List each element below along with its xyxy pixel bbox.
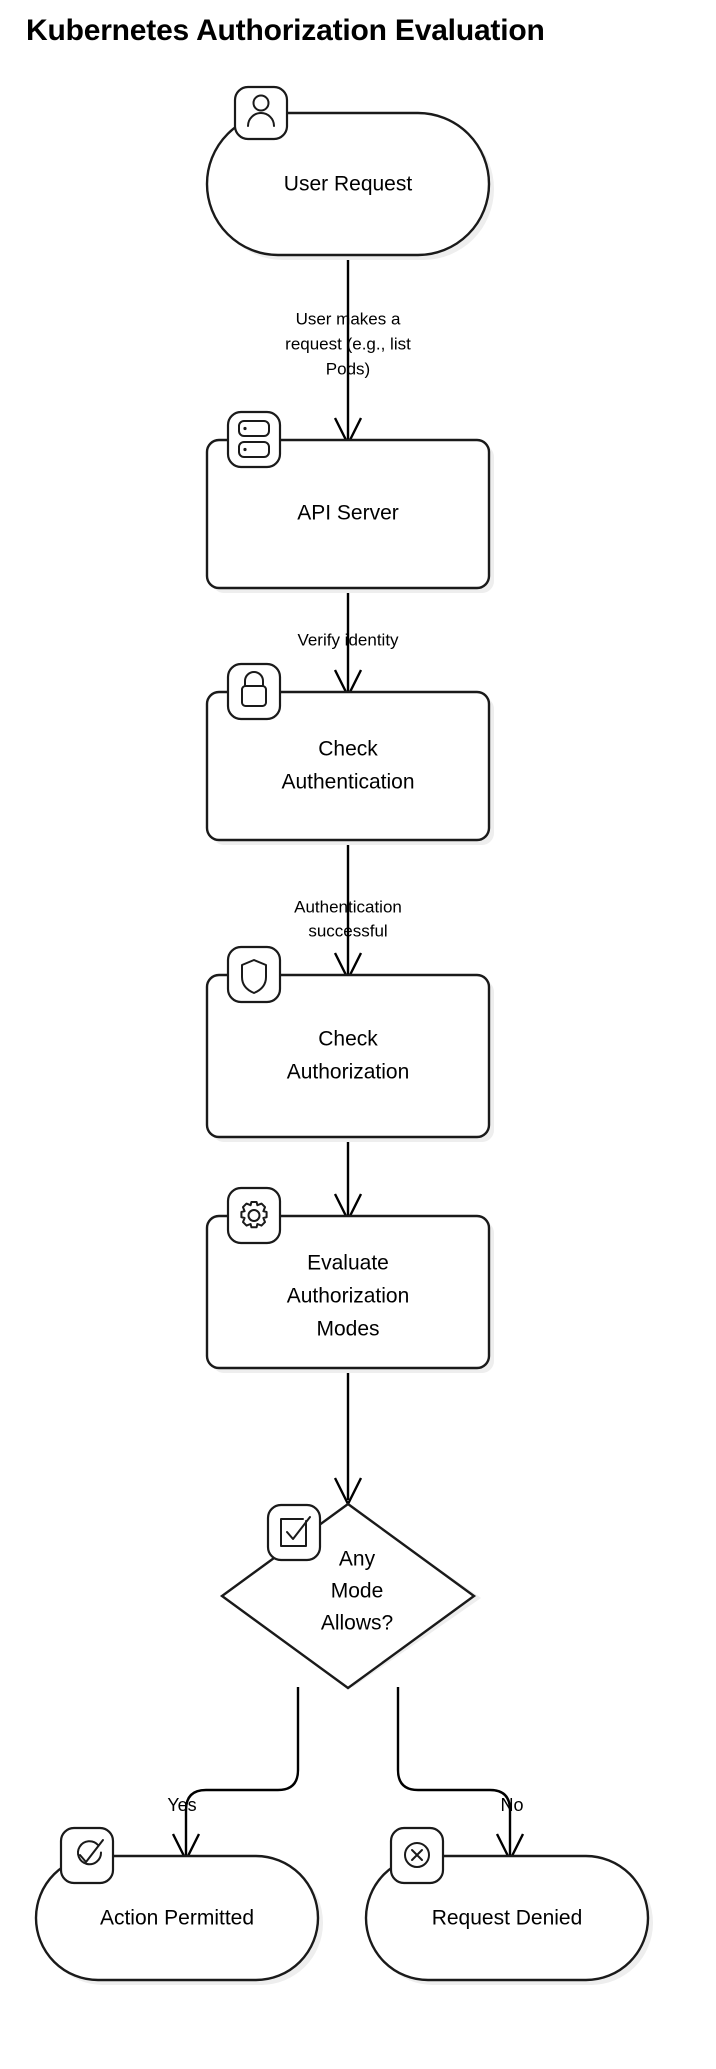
node-label: Request Denied [432, 1907, 583, 1930]
circle-outline [404, 1842, 430, 1868]
node-user-request[interactable]: User Request [205, 85, 494, 260]
user-head [252, 94, 270, 112]
server-led-top [243, 426, 247, 431]
icon-badge [266, 1503, 322, 1562]
server-led-bottom [243, 447, 247, 452]
edge-any-mode-to-action-permitted: Yes [167, 1687, 300, 1863]
node-shape [205, 973, 491, 1139]
node-label-line1: Any [339, 1548, 376, 1571]
lock-shackle [244, 671, 264, 687]
node-shape [364, 1854, 650, 1982]
circle-x-icon [389, 1826, 445, 1885]
gear-hub [247, 1209, 261, 1222]
node-label: User Request [284, 173, 413, 196]
icon-badge [226, 662, 282, 721]
user-body [247, 112, 275, 127]
node-label-line3: Modes [316, 1318, 379, 1341]
node-request-denied[interactable]: Request Denied [364, 1826, 653, 1985]
checkbox-check-icon [266, 1503, 322, 1562]
edge-check-authentication-to-check-authorization: Authentication successful [294, 844, 402, 982]
node-label-line2: Mode [331, 1580, 384, 1603]
node-label-line2: Authorization [287, 1061, 410, 1084]
node-evaluate-authorization-modes[interactable]: Evaluate Authorization Modes [205, 1186, 494, 1373]
edge-label-line1: Authentication [294, 897, 402, 916]
x-mark [411, 1849, 423, 1861]
edge-label-yes: Yes [167, 1795, 196, 1815]
circle-check-icon [59, 1826, 115, 1885]
node-label-line1: Check [318, 1028, 378, 1051]
shield-glyph [241, 959, 267, 994]
node-label: API Server [297, 502, 399, 525]
checkbox-check [286, 1516, 311, 1540]
server-icon [226, 410, 282, 469]
edge-line [184, 1687, 300, 1856]
icon-badge [226, 410, 282, 469]
server-bay-top [238, 420, 270, 437]
icon-badge [226, 945, 282, 1004]
edge-evaluate-modes-to-any-mode [333, 1368, 363, 1507]
edge-label: Verify identity [297, 630, 399, 649]
node-label-line1: Evaluate [307, 1252, 389, 1275]
lock-body [241, 685, 267, 707]
node-action-permitted[interactable]: Action Permitted [34, 1826, 323, 1985]
edge-label-line3: Pods) [326, 359, 370, 378]
gear-teeth [240, 1201, 268, 1229]
node-api-server[interactable]: API Server [205, 410, 494, 593]
checkbox-box [280, 1518, 307, 1547]
node-any-mode-allows[interactable]: Any Mode Allows? [219, 1502, 481, 1690]
lock-icon [226, 662, 282, 721]
gear-glyph [240, 1201, 268, 1229]
edge-check-authorization-to-evaluate-modes [333, 1142, 363, 1223]
check-mark [79, 1839, 104, 1863]
user-icon [233, 85, 289, 141]
node-label-line3: Allows? [321, 1612, 393, 1635]
edge-label-no: No [500, 1795, 523, 1815]
circle-outline [77, 1840, 103, 1866]
edge-api-server-to-check-authentication: Verify identity [297, 588, 399, 699]
node-shape [205, 690, 491, 842]
icon-badge [59, 1826, 115, 1885]
edge-user-request-to-api-server: User makes a request (e.g., list Pods) [285, 256, 411, 447]
node-label-line1: Check [318, 738, 378, 761]
node-label: Action Permitted [100, 1907, 254, 1930]
edge-label-line1: User makes a [296, 309, 401, 328]
icon-badge [226, 1186, 282, 1245]
node-shape [205, 111, 491, 257]
node-label-line2: Authentication [281, 771, 414, 794]
node-label-line2: Authorization [287, 1285, 410, 1308]
node-check-authorization[interactable]: Check Authorization [205, 945, 494, 1142]
node-check-authentication[interactable]: Check Authentication [205, 662, 494, 845]
node-shape [34, 1854, 320, 1982]
page-title: Kubernetes Authorization Evaluation [26, 14, 545, 47]
node-shape [205, 1214, 491, 1370]
edge-label-line2: successful [308, 921, 387, 940]
gear-icon [226, 1186, 282, 1245]
edge-label-line2: request (e.g., list [285, 334, 411, 353]
edge-line [396, 1687, 512, 1856]
shield-icon [226, 945, 282, 1004]
node-shape [205, 438, 491, 590]
server-bay-bottom [238, 441, 270, 458]
